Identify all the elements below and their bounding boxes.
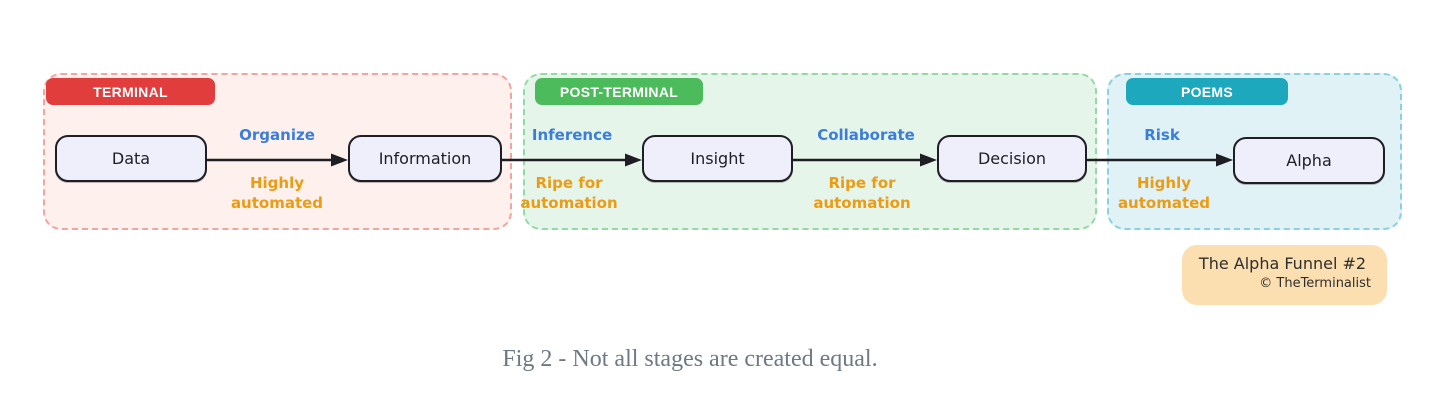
attribution-title: The Alpha Funnel #2 (1198, 254, 1367, 273)
edge-action-risk: Risk (1144, 126, 1180, 144)
edge-action-organize: Organize (239, 126, 315, 144)
node-information: Information (348, 135, 502, 182)
node-data: Data (55, 135, 207, 182)
edge-note-ripe-for-automation-1: Ripe for automation (520, 174, 618, 213)
edge-action-inference: Inference (531, 126, 613, 144)
edge-note-ripe-for-automation-2: Ripe for automation (813, 174, 911, 213)
section-terminal-badge: TERMINAL (46, 78, 215, 105)
figure-caption: Fig 2 - Not all stages are created equal… (502, 346, 878, 372)
node-insight: Insight (642, 135, 793, 182)
edge-note-highly-automated-1: Highly automated (230, 174, 324, 213)
edge-note-highly-automated-2: Highly automated (1117, 174, 1211, 213)
attribution-card: The Alpha Funnel #2 © TheTerminalist (1182, 245, 1387, 305)
section-poems-badge: POEMS (1126, 78, 1288, 105)
edge-action-collaborate: Collaborate (817, 126, 915, 144)
node-decision: Decision (937, 135, 1087, 182)
attribution-credit: © TheTerminalist (1259, 276, 1371, 291)
node-alpha: Alpha (1233, 137, 1385, 184)
section-post-terminal-badge: POST-TERMINAL (535, 78, 703, 105)
